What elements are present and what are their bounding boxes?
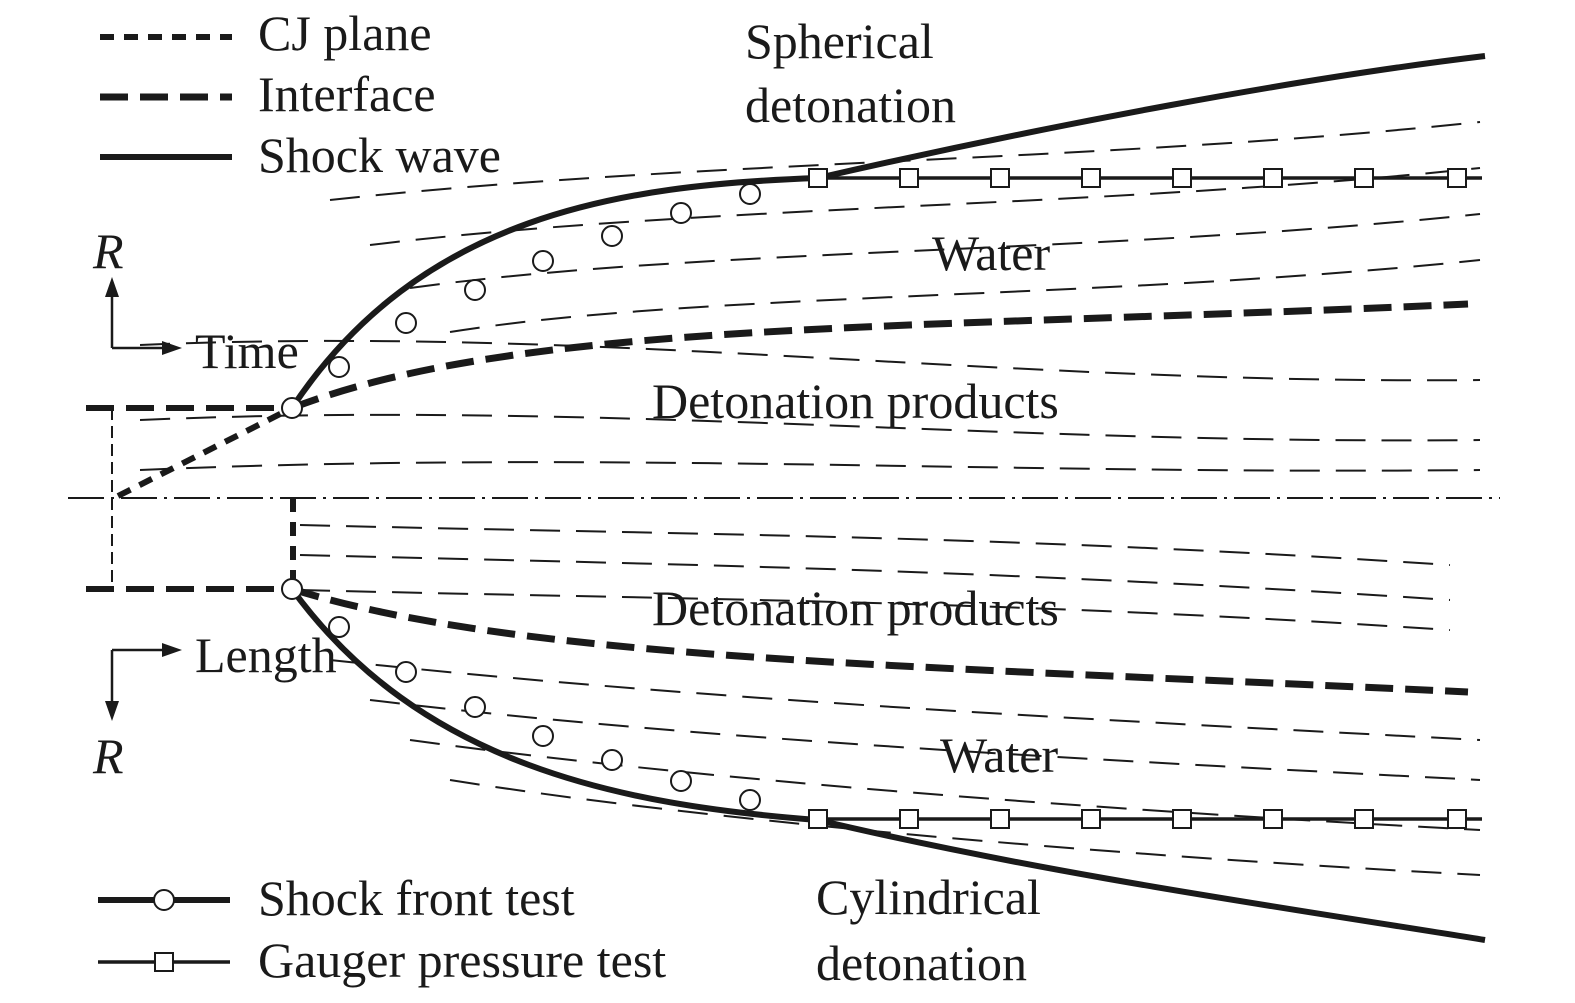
field-line: [369, 699, 1481, 781]
shock-test-marker: [532, 725, 554, 747]
gauge-test-marker: [899, 809, 919, 829]
detonation-products-lower-label: Detonation products: [652, 580, 1059, 636]
interface-upper: [290, 300, 1469, 412]
cylindrical-label-line1: Cylindrical: [816, 869, 1041, 925]
legend-shock-wave-label: Shock wave: [258, 127, 501, 183]
gauge-test-marker: [990, 168, 1010, 188]
charge-outline: [86, 405, 292, 592]
legend-gauger-pressure-test-label: Gauger pressure test: [258, 932, 666, 988]
shock-test-marker: [670, 770, 692, 792]
spherical-label-line2: detonation: [745, 77, 956, 133]
shock-test-marker: [281, 578, 303, 600]
detonation-products-upper-label: Detonation products: [652, 373, 1059, 429]
shock-test-marker: [328, 616, 350, 638]
field-line: [299, 554, 1451, 601]
gauge-test-marker: [1172, 809, 1192, 829]
shock-test-marker: [739, 789, 761, 811]
shock-test-marker: [395, 312, 417, 334]
length-arrow-icon: [162, 643, 182, 657]
gauge-test-marker: [1263, 168, 1283, 188]
length-label: Length: [195, 627, 337, 683]
time-label: Time: [195, 323, 299, 379]
gauge-test-marker: [899, 168, 919, 188]
shock-test-marker: [670, 202, 692, 224]
legend-shock-front-test-label: Shock front test: [258, 870, 575, 926]
r-upper-label: R: [92, 223, 124, 279]
interface-lower: [290, 585, 1469, 696]
cj-planes: [116, 405, 296, 589]
gauge-test-marker: [1172, 168, 1192, 188]
gauge-test-marker: [1081, 168, 1101, 188]
water-upper-label: Water: [932, 225, 1050, 281]
gauge-test-marker: [808, 809, 828, 829]
gauge-test-marker: [990, 809, 1010, 829]
legend-square-marker-icon: [154, 952, 174, 972]
field-line: [139, 413, 1481, 442]
field-line: [299, 589, 1451, 631]
cylindrical-label-line2: detonation: [816, 935, 1027, 991]
r-lower-label: R: [92, 728, 124, 784]
legend-cj-plane-label: CJ plane: [258, 5, 432, 61]
shock-test-marker: [464, 696, 486, 718]
upper-axis-indicator: [105, 277, 182, 355]
gauge-test-marker: [1447, 168, 1467, 188]
legend-circle-marker-icon: [153, 889, 175, 911]
cj-plane-spherical: [116, 405, 294, 499]
legend-top: [100, 34, 232, 160]
shock-test-marker: [395, 661, 417, 683]
legend-interface-label: Interface: [258, 66, 436, 122]
shock-test-marker: [281, 397, 303, 419]
field-line: [139, 461, 1481, 472]
r-lower-arrow-icon: [105, 701, 119, 721]
gauge-test-marker: [808, 168, 828, 188]
field-line: [299, 524, 1451, 566]
r-upper-arrow-icon: [105, 277, 119, 297]
shock-test-marker: [601, 749, 623, 771]
shock-test-marker: [601, 225, 623, 247]
field-line: [369, 167, 1481, 246]
gauge-test-marker: [1263, 809, 1283, 829]
field-line: [449, 779, 1481, 876]
gauge-test-marker: [1354, 809, 1374, 829]
field-lines: [139, 121, 1481, 876]
shock-test-marker: [464, 279, 486, 301]
shock-front-test-markers: [281, 183, 761, 811]
gauge-test-marker: [1081, 809, 1101, 829]
gauge-test-marker: [1447, 809, 1467, 829]
field-line: [449, 259, 1481, 333]
spherical-label-line1: Spherical: [745, 13, 934, 69]
field-line: [329, 659, 1481, 741]
water-lower-label: Water: [940, 727, 1058, 783]
gauge-pressure-test-markers: [808, 168, 1467, 829]
shock-test-marker: [532, 250, 554, 272]
lower-axis-indicator: [105, 643, 182, 721]
shock-test-marker: [739, 183, 761, 205]
shock-test-marker: [328, 356, 350, 378]
legend-bottom: [98, 889, 230, 972]
interfaces: [290, 300, 1469, 696]
gauge-test-marker: [1354, 168, 1374, 188]
